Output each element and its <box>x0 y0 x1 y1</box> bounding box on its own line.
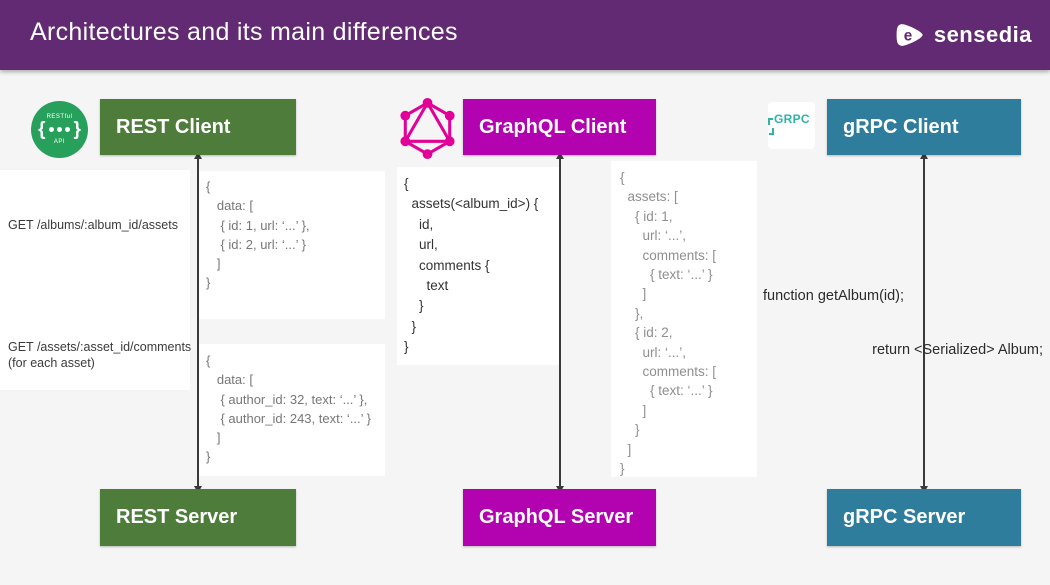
grpc-client-label: gRPC Client <box>843 115 959 138</box>
rest-response1-code: { data: [ { id: 1, url: ‘...’ }, { id: 2… <box>206 179 310 291</box>
rest-client-label: REST Client <box>116 115 231 138</box>
grpc-hook-right <box>769 127 774 135</box>
arrow-up-icon <box>919 152 928 159</box>
rest-client-box: REST Client <box>100 99 296 155</box>
grpc-logo-icon: GRPC <box>768 102 815 149</box>
rest-request2-text: GET /assets/:asset_id/comments (for each… <box>8 340 192 370</box>
rest-response2-panel <box>198 344 385 476</box>
graphql-client-label: GraphQL Client <box>479 115 627 138</box>
brand-logo: e sensedia <box>893 15 1032 55</box>
svg-text:e: e <box>904 27 913 44</box>
rest-request1-text: GET /albums/:album_id/assets <box>8 218 178 232</box>
graphql-server-label: GraphQL Server <box>479 506 634 528</box>
arrow-line <box>197 158 199 487</box>
graphql-logo-icon <box>397 98 458 164</box>
rest-response2-code: { data: [ { author_id: 32, text: ‘...’ }… <box>206 353 372 465</box>
grpc-server-box: gRPC Server <box>827 489 1021 546</box>
page-title: Architectures and its main differences <box>30 18 458 46</box>
graphql-response-panel <box>611 161 757 477</box>
graphql-query-panel <box>397 167 560 365</box>
grpc-call-text: function getAlbum(id); <box>763 288 905 304</box>
rest-icon-bottom-text: API <box>53 138 66 145</box>
sensedia-logo-icon: e <box>896 24 923 46</box>
brand-name: sensedia <box>933 22 1032 47</box>
grpc-logo-text: GRPC <box>768 112 815 140</box>
graphql-response-code: { assets: [ { id: 1, url: ‘...’, comment… <box>620 170 717 477</box>
rest-icon-top-text: RESTful <box>46 113 73 120</box>
arrow-up-icon <box>193 152 202 159</box>
rest-server-box: REST Server <box>100 489 296 546</box>
rest-api-icon: RESTful {} API <box>31 101 88 158</box>
rest-response1-panel <box>198 171 385 319</box>
rest-requests-panel <box>0 170 190 390</box>
rest-server-label: REST Server <box>116 506 238 528</box>
grpc-server-label: gRPC Server <box>843 506 966 528</box>
arrow-up-icon <box>555 152 564 159</box>
graphql-client-box: GraphQL Client <box>463 99 656 155</box>
grpc-return-text: return <Serialized> Album; <box>872 342 1043 358</box>
header-bar: Architectures and its main differences e… <box>0 0 1050 70</box>
graphql-query-code: { assets(<album_id>) { id, url, comments… <box>404 176 539 355</box>
grpc-hook-left <box>768 117 773 125</box>
arrow-line <box>923 158 925 487</box>
rest-icon-braces: {} <box>38 118 81 140</box>
arrow-line <box>559 158 561 487</box>
graphql-server-box: GraphQL Server <box>463 489 656 546</box>
grpc-client-box: gRPC Client <box>827 99 1021 155</box>
rest-icon-dots <box>48 127 72 132</box>
